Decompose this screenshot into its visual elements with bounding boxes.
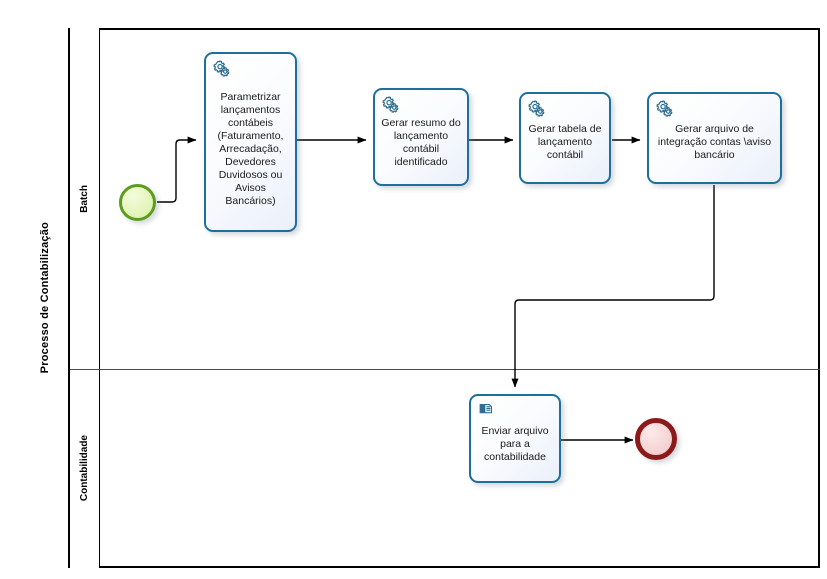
lane-label-batch-text: Batch — [79, 184, 90, 213]
task-gerar-tabela-lancamento[interactable]: Gerar tabela de lançamento contábil — [519, 92, 611, 184]
lane-label-contabilidade: Contabilidade — [70, 369, 100, 568]
pool-title-text: Processo de Contabilização — [38, 222, 51, 374]
start-event[interactable] — [119, 184, 156, 221]
pool-title-bar: Processo de Contabilização — [21, 28, 70, 568]
task-gerar-resumo-lancamento[interactable]: Gerar resumo do lançamento contábil iden… — [373, 88, 469, 186]
task-parametrizar-label: Parametrizar lançamentos contábeis (Fatu… — [217, 90, 284, 207]
lane-label-batch: Batch — [70, 28, 100, 369]
task-enviar-arquivo-contabilidade[interactable]: Enviar arquivo para a contabilidade — [469, 394, 561, 483]
task-gerar-tabela-label: Gerar tabela de lançamento contábil — [528, 122, 602, 161]
lane-label-contabilidade-text: Contabilidade — [79, 435, 90, 502]
task-parametrizar-lancamentos-contabeis[interactable]: Parametrizar lançamentos contábeis (Fatu… — [204, 52, 297, 232]
task-gerar-resumo-label: Gerar resumo do lançamento contábil iden… — [381, 117, 461, 168]
task-gerar-arquivo-integracao[interactable]: Gerar arquivo de integração contas \avis… — [647, 92, 782, 184]
lane-divider — [70, 369, 820, 370]
task-gerar-arquivo-label: Gerar arquivo de integração contas \avis… — [657, 122, 772, 161]
task-enviar-arquivo-label: Enviar arquivo para a contabilidade — [481, 425, 549, 463]
end-event[interactable] — [635, 418, 677, 460]
